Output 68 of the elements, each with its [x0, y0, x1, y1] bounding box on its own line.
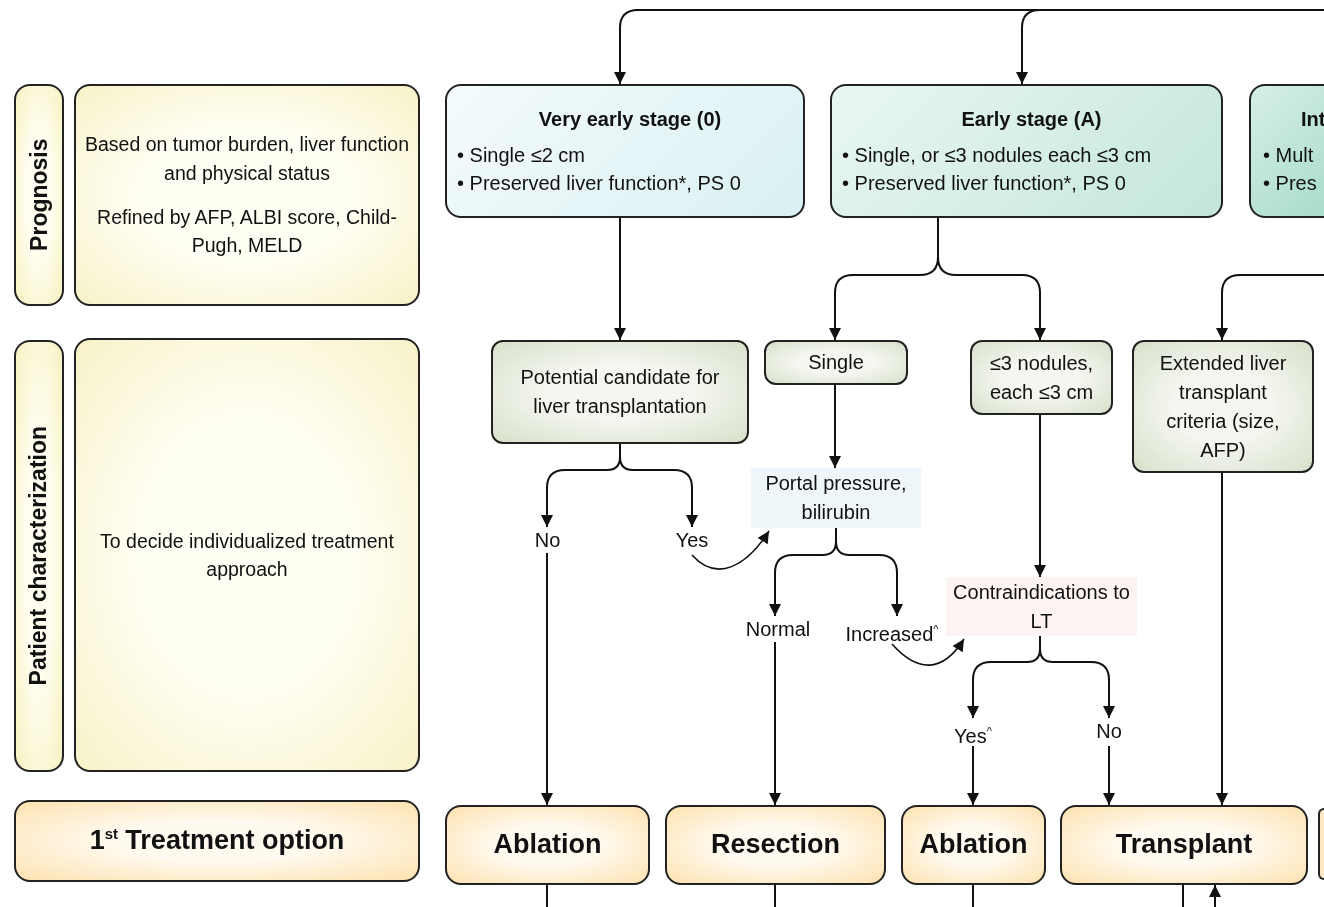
stage-title: Early stage (A): [961, 107, 1102, 132]
description-panel: [74, 84, 420, 306]
treatment-box: [445, 805, 650, 885]
arrow: [769, 641, 781, 806]
criteria-text: ≤3 nodules, each ≤3 cm: [988, 350, 1095, 405]
connector-line: [972, 884, 974, 907]
treatment-box: [665, 805, 886, 885]
branch-label: No: [1090, 718, 1128, 746]
treatment-label: Ablation: [919, 828, 1028, 862]
branch-label: Increased$^{^}$: [836, 616, 948, 642]
branch-label: Yes: [668, 527, 716, 553]
criteria-item: • Preserved liver function*, PS 0: [457, 171, 741, 196]
row-header-band: [14, 84, 64, 306]
arrow: [1016, 9, 1324, 85]
decision-label: Contraindications to LT: [946, 577, 1137, 636]
connector-line: [1182, 884, 1184, 907]
criteria-text: Single: [808, 350, 864, 375]
arrow: [835, 527, 903, 617]
curved-arrow: [691, 530, 770, 570]
arrow: [541, 552, 553, 806]
treatment-label: Ablation: [493, 828, 602, 862]
decision-label: Portal pressure, bilirubin: [751, 468, 921, 528]
treatment-label: Resection: [710, 828, 840, 862]
treatment-box: [14, 800, 420, 882]
criteria-text: Potential candidate for liver transplantation: [519, 365, 721, 419]
treatment-box: [1060, 805, 1308, 885]
arrow: [967, 745, 979, 806]
arrow: [1103, 745, 1115, 806]
arrow: [619, 443, 698, 528]
row-header-text: Prognosis: [24, 138, 53, 252]
arrow: [937, 217, 1046, 341]
arrow: [614, 217, 626, 341]
criteria-box: [764, 340, 908, 385]
branch-label: Normal: [736, 616, 820, 642]
description-text: Refined by AFP, ALBI score, Child-Pugh, MELD: [96, 205, 398, 259]
stage-box: [1249, 84, 1324, 218]
branch-label: Yes$^{^}$: [944, 718, 1002, 746]
criteria-box: [491, 340, 749, 444]
connector-line: [774, 884, 776, 907]
criteria-item: • Single, or ≤3 nodules each ≤3 cm: [842, 143, 1152, 168]
stage-title: Very early stage (0): [538, 107, 722, 132]
criteria-text: Extended liver transplant criteria (size, AFP): [1158, 350, 1288, 463]
stage-box: [445, 84, 805, 218]
criteria-item: • Pres: [1263, 171, 1317, 196]
criteria-item: • Preserved liver function*, PS 0: [842, 171, 1126, 196]
criteria-item: • Single ≤2 cm: [457, 143, 586, 168]
description-text: Based on tumor burden, liver function and physical status: [84, 132, 410, 186]
arrow: [1034, 414, 1046, 578]
criteria-item: • Mult: [1263, 143, 1314, 168]
arrow: [1216, 472, 1228, 806]
box-edge: [1318, 808, 1324, 880]
description-text: To decide individualized treatment approach: [99, 528, 395, 582]
arrow: [1039, 635, 1115, 719]
row-header-band: [14, 340, 64, 772]
branch-label: No: [530, 527, 565, 553]
description-panel: [74, 338, 420, 772]
criteria-box: [1132, 340, 1314, 473]
arrow: [829, 384, 841, 469]
treatment-label: 1$^{st}$ Treatment option: [89, 824, 345, 858]
treatment-label: Transplant: [1115, 828, 1253, 862]
arrow: [1209, 884, 1221, 907]
connector-line: [546, 884, 548, 907]
row-header-text: Patient characterization: [24, 426, 53, 686]
treatment-box: [901, 805, 1046, 885]
curved-arrow: [891, 638, 965, 666]
criteria-box: [970, 340, 1113, 415]
stage-box: [830, 84, 1223, 218]
arrow: [1216, 274, 1324, 341]
